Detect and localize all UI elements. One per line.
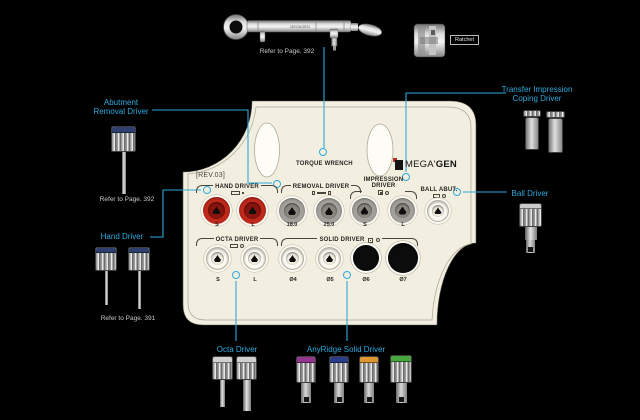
megagen-logo-icon bbox=[393, 158, 403, 170]
label-octa-s: S bbox=[216, 277, 220, 283]
section-removal-driver-label: REMOVAL DRIVER bbox=[292, 184, 350, 190]
callout-abutment-line1: Abutment bbox=[103, 98, 139, 107]
abutment-page-ref: Refer to Page. 392 bbox=[99, 196, 155, 203]
ball-abut-icon bbox=[432, 194, 446, 198]
callout-transfer-line2: Coping Driver bbox=[512, 94, 562, 103]
ratchet-label-text: Ratchet bbox=[455, 37, 474, 43]
octa-driver-image-2 bbox=[236, 356, 257, 411]
callout-abutment-line2: Removal Driver bbox=[93, 107, 149, 116]
label-hand-l: L bbox=[251, 222, 255, 228]
wrench-page-ref: Refer to Page. 392 bbox=[259, 48, 315, 55]
socket-hand-driver-s bbox=[203, 197, 230, 224]
socket-solid-driver-5 bbox=[318, 247, 341, 270]
callout-anyridge-solid-driver: AnyRidge Solid Driver bbox=[306, 345, 386, 354]
socket-solid-driver-6 bbox=[353, 245, 379, 271]
anyridge-driver-image-3 bbox=[359, 356, 379, 403]
ratchet-label: Ratchet bbox=[450, 35, 479, 45]
section-octa-driver-label: OCTA DRIVER bbox=[215, 237, 259, 243]
socket-solid-driver-4 bbox=[281, 247, 304, 270]
solid-driver-icon-square bbox=[367, 237, 373, 243]
logo-mega: MEGA bbox=[405, 158, 434, 170]
label-solid-7: Ø7 bbox=[399, 277, 407, 283]
section-solid-driver-label: SOLID DRIVER bbox=[319, 237, 365, 243]
ball-driver-image bbox=[519, 203, 542, 253]
octa-driver-image-1 bbox=[212, 356, 233, 407]
socket-octa-driver-l bbox=[243, 247, 266, 270]
callout-ball-driver: Ball Driver bbox=[511, 189, 549, 198]
section-octa-driver: OCTA DRIVER bbox=[196, 237, 278, 248]
label-octa-l: L bbox=[253, 277, 257, 283]
anyridge-driver-image-1 bbox=[296, 356, 316, 403]
hand-driver-icon bbox=[230, 191, 244, 195]
socket-hand-driver-l bbox=[239, 197, 266, 224]
impression-driver-icon bbox=[378, 190, 389, 195]
section-ball-abut: BALL ABUT. bbox=[419, 187, 459, 198]
abutment-removal-driver-image bbox=[111, 126, 136, 194]
callout-hand-driver: Hand Driver bbox=[100, 232, 144, 241]
section-impression-driver: IMPRESSION DRIVER bbox=[350, 177, 417, 199]
connector-dot-impression-driver bbox=[402, 173, 410, 181]
logo-tick: ' bbox=[433, 158, 436, 170]
transfer-coping-driver-image-1 bbox=[523, 110, 541, 150]
section-ball-abut-label: BALL ABUT. bbox=[420, 187, 458, 193]
section-impression-line1: IMPRESSION bbox=[363, 177, 404, 183]
wrench-brand-text: MEGAGEN bbox=[290, 25, 310, 29]
hand-page-ref: Refer to Page. 391 bbox=[100, 315, 156, 322]
label-impression-l: L bbox=[401, 222, 405, 228]
connector-dot-octa-driver bbox=[232, 271, 240, 279]
socket-impression-driver-l bbox=[390, 198, 415, 223]
revision-label: [REV.03] bbox=[196, 172, 225, 179]
hand-driver-image-1 bbox=[95, 247, 117, 305]
socket-solid-driver-7 bbox=[388, 243, 418, 273]
socket-removal-driver-18 bbox=[279, 198, 305, 224]
callout-transfer-line1: Transfer Impression bbox=[501, 85, 573, 94]
section-hand-driver: HAND DRIVER bbox=[196, 184, 278, 195]
tray-oval-cutout-left bbox=[254, 122, 280, 178]
callout-octa-driver: Octa Driver bbox=[216, 345, 258, 354]
label-impression-s: S bbox=[363, 222, 367, 228]
transfer-coping-driver-image-2 bbox=[546, 111, 565, 153]
connector-dot-solid-driver bbox=[343, 271, 351, 279]
socket-removal-driver-25 bbox=[316, 198, 342, 224]
section-hand-driver-label: HAND DRIVER bbox=[215, 184, 259, 190]
label-solid-5: Ø5 bbox=[326, 277, 334, 283]
connector-dot-torque-wrench bbox=[319, 148, 327, 156]
label-solid-4: Ø4 bbox=[289, 277, 297, 283]
socket-impression-driver-s bbox=[352, 198, 377, 223]
torque-wrench-image: MEGAGEN bbox=[223, 14, 383, 51]
megagen-logo-text: MEGA'GEN bbox=[405, 159, 457, 170]
label-removal-18: 18.0 bbox=[286, 222, 298, 228]
label-solid-6: Ø6 bbox=[362, 277, 370, 283]
removal-driver-icon bbox=[311, 191, 331, 195]
connector-lines bbox=[150, 47, 507, 341]
label-hand-s: S bbox=[215, 222, 219, 228]
octa-driver-icon bbox=[230, 244, 244, 248]
callout-transfer-impression-coping-driver: Transfer Impression Coping Driver bbox=[500, 85, 574, 103]
tray-oval-cutout-right bbox=[366, 123, 394, 177]
torque-wrench-label: TORQUE WRENCH bbox=[296, 161, 353, 167]
section-removal-driver: REMOVAL DRIVER bbox=[281, 184, 361, 195]
label-removal-25: 25.0 bbox=[323, 222, 335, 228]
section-impression-line2: DRIVER bbox=[371, 183, 396, 189]
ratchet-image bbox=[413, 23, 446, 58]
hand-driver-image-2 bbox=[128, 247, 150, 309]
logo-gen: GEN bbox=[435, 158, 457, 170]
megagen-logo: MEGA'GEN bbox=[393, 158, 457, 170]
anyridge-driver-image-2 bbox=[329, 356, 349, 403]
section-solid-driver: SOLID DRIVER bbox=[281, 237, 419, 246]
anyridge-driver-image-4 bbox=[390, 355, 412, 403]
solid-driver-icon-circle bbox=[375, 238, 380, 242]
connector-dot-ball-abut bbox=[453, 188, 461, 196]
callout-abutment-removal-driver: Abutment Removal Driver bbox=[86, 98, 156, 116]
socket-octa-driver-s bbox=[206, 247, 229, 270]
socket-ball-abut bbox=[427, 200, 449, 222]
